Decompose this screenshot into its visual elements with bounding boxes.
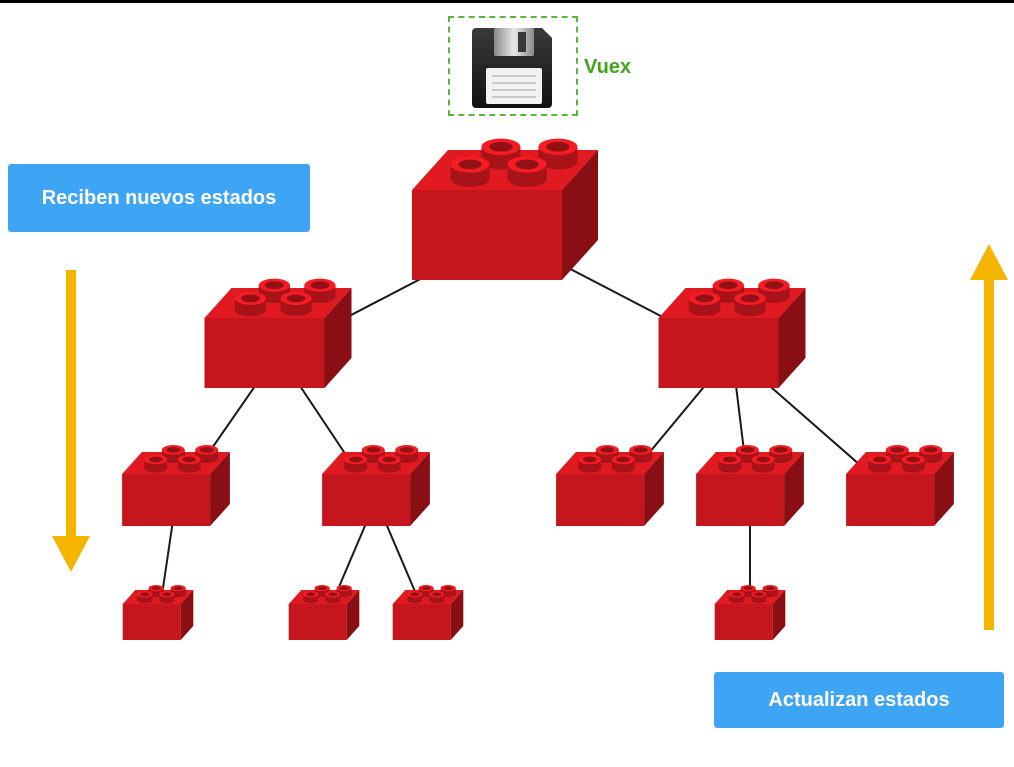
brick-r [658,278,806,388]
update-states-label: Actualizan estados [714,672,1004,728]
store-box [448,16,578,116]
floppy-disk-icon [472,28,552,108]
edge-r-rl [609,352,733,501]
top-border [0,0,1014,3]
brick-l [204,278,352,388]
brick-rm [696,445,804,526]
brick-rl [556,445,664,526]
down-arrow-icon [52,270,90,572]
brick-ll [122,445,230,526]
brick-lll [122,584,194,640]
edge-lr-lrl [323,499,377,623]
brick-rr [846,445,954,526]
edge-root-r [504,234,733,354]
brick-lrl [288,584,360,640]
receive-states-label: Reciben nuevos estados [8,164,310,232]
edge-root-l [277,234,506,354]
up-arrow-icon [970,244,1008,630]
edge-l-lr [277,352,377,501]
brick-lr [322,445,430,526]
edges-layer [157,234,901,623]
edge-ll-lll [157,499,177,623]
edge-l-ll [175,352,279,501]
edge-lr-lrr [375,499,429,623]
brick-root [412,138,598,280]
edge-r-rr [731,352,901,501]
brick-lrr [392,584,464,640]
brick-rml [714,584,786,640]
arrows-layer [52,244,1008,630]
store-label: Vuex [584,56,632,78]
edge-r-rm [731,352,751,501]
